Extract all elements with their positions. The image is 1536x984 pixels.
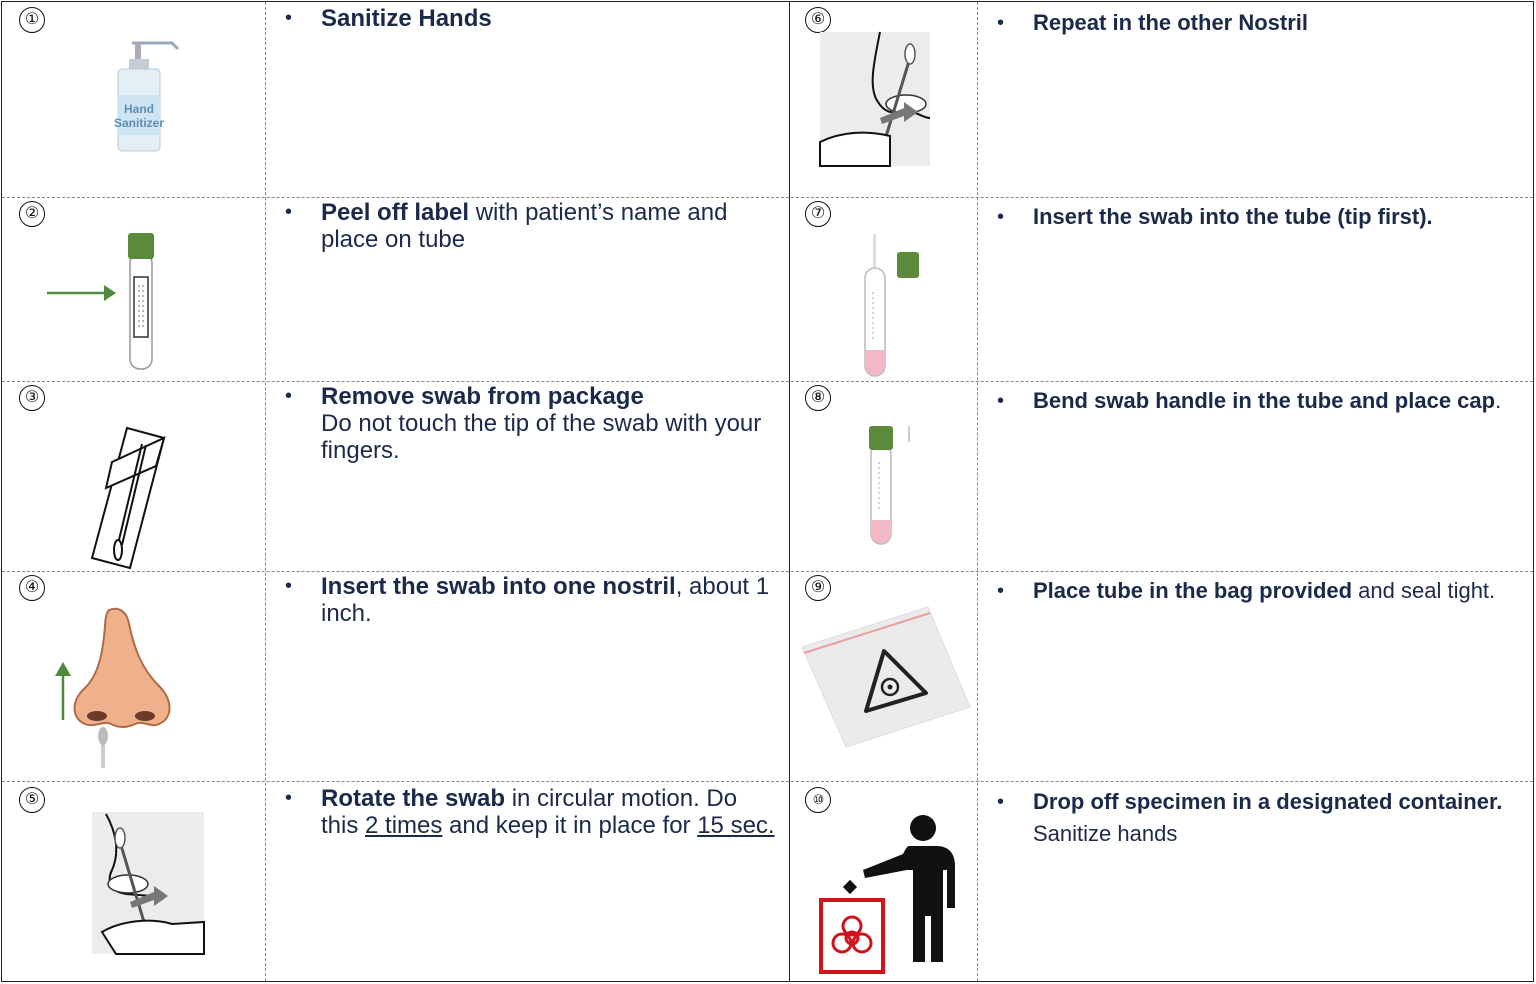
step-2-text: •Peel off label with patient’s name and … (285, 199, 728, 253)
step-number: ⑩ (805, 787, 831, 813)
step-4-text: •Insert the swab into one nostril, about… (285, 573, 770, 627)
step-number: ⑧ (805, 385, 831, 411)
other-nostril-icon (819, 31, 931, 167)
step-number: ⑦ (805, 201, 831, 227)
row-divider (2, 781, 1533, 782)
step-number: ⑤ (19, 787, 45, 813)
step-1-text: •Sanitize Hands (285, 5, 492, 32)
row-divider (2, 197, 1533, 198)
swab-into-tube-icon (864, 234, 919, 377)
sanitizer-label-text: Hand (124, 102, 154, 116)
tube-label-icon (47, 233, 154, 370)
sanitizer-label-text: Sanitizer (114, 116, 164, 130)
step-7-text: •Insert the swab into the tube (tip firs… (997, 204, 1433, 229)
step-number: ③ (19, 385, 45, 411)
column-divider (977, 2, 978, 981)
biohazard-bag-icon (801, 606, 971, 748)
hand-sanitizer-icon: Hand Sanitizer (114, 41, 180, 152)
rotate-swab-icon (92, 812, 205, 955)
step-number: ⑨ (805, 575, 831, 601)
step-number: ⑥ (805, 7, 831, 33)
row-divider (2, 381, 1533, 382)
column-divider (265, 2, 266, 981)
step-8-text: •Bend swab handle in the tube and place … (997, 388, 1502, 413)
capped-tube-icon (869, 426, 910, 545)
center-divider (789, 2, 790, 981)
step-number: ④ (19, 575, 45, 601)
step-number: ② (19, 201, 45, 227)
step-number: ① (19, 7, 45, 33)
step-5-text: •Rotate the swab in circular motion. Do … (285, 785, 775, 839)
nose-swab-icon (55, 607, 171, 768)
step-9-text: •Place tube in the bag provided and seal… (997, 578, 1496, 603)
row-divider (2, 571, 1533, 572)
disposal-person-icon (819, 815, 955, 974)
step-6-text: •Repeat in the other Nostril (997, 10, 1309, 35)
swab-package-icon (90, 426, 166, 570)
step-10-text: •Drop off specimen in a designated conta… (997, 789, 1503, 846)
